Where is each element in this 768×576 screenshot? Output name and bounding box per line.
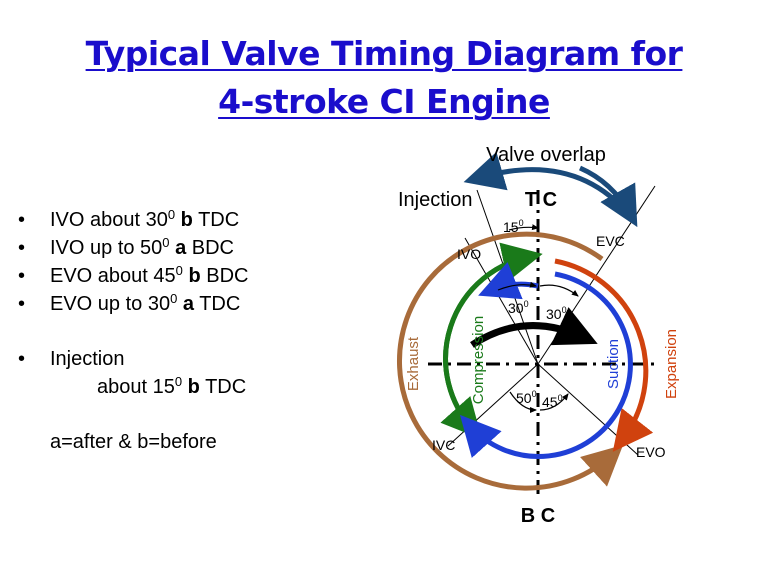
notes-list: •IVO about 300 b TDC •IVO up to 500 a BD… <box>18 206 248 456</box>
angle-arc-30-ivo <box>497 281 537 291</box>
angle-15-label: 150 <box>503 218 524 235</box>
angle-45-label: 450 <box>542 393 563 410</box>
injection-label: Injection <box>398 189 473 211</box>
expansion-arc <box>554 258 654 452</box>
ivo-label: IVO <box>457 246 481 262</box>
rotation-arrow <box>470 307 598 348</box>
list-item: •EVO about 450 b BDC <box>18 263 249 287</box>
suction-label: Suction <box>605 339 622 389</box>
list-item: •IVO about 300 b TDC <box>18 207 240 231</box>
angle-arc-50 <box>509 391 537 413</box>
angle-50-label: 500 <box>516 389 537 406</box>
expansion-label: Expansion <box>663 329 680 399</box>
evc-label: EVC <box>596 233 625 249</box>
angle-arc-15 <box>508 224 539 231</box>
list-item: •IVO up to 500 a BDC <box>18 235 235 259</box>
angle-arc-45 <box>539 393 569 411</box>
exhaust-arc <box>397 231 624 491</box>
valve-overlap-arrow-end <box>578 165 638 228</box>
tdc-label: T C <box>525 189 557 211</box>
ivo-line <box>464 237 539 365</box>
evo-label: EVO <box>636 444 666 460</box>
exhaust-label: Exhaust <box>405 336 422 391</box>
suction-arc <box>459 271 633 459</box>
injection-detail: about 150 b TDC <box>97 374 247 398</box>
abbreviation-legend: a=after & b=before <box>50 431 217 453</box>
valve-overlap-label: Valve overlap <box>486 144 606 166</box>
bdc-label: B C <box>521 505 555 527</box>
angle-30-ivo-label: 300 <box>508 299 529 316</box>
angle-arc-30-evc <box>539 284 579 297</box>
list-item: •EVO up to 300 a TDC <box>18 291 241 315</box>
compression-label: Compression <box>470 316 487 404</box>
ivc-label: IVC <box>432 437 455 453</box>
page-title-line-1: Typical Valve Timing Diagram for <box>85 34 683 73</box>
list-item-injection: •Injection <box>18 348 125 370</box>
angle-30-evc-label: 300 <box>546 305 567 322</box>
page-title-line-2: 4-stroke CI Engine <box>218 82 550 121</box>
